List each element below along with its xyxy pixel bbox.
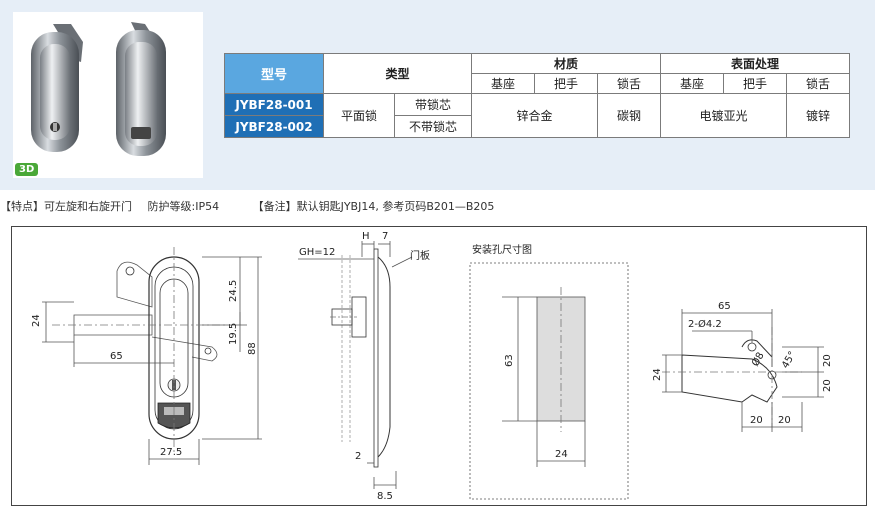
sub-material-base: 基座 (471, 73, 535, 94)
technical-drawing: 24 65 27.5 24.5 19.5 88 (11, 226, 867, 506)
tongue-dim-20-h2: 20 (778, 415, 791, 426)
sub-finish-base: 基座 (660, 73, 724, 94)
tongue-view (662, 309, 824, 432)
tongue-dim-20-h1: 20 (750, 415, 763, 426)
side-dim-2: 2 (355, 451, 361, 462)
spec-table: 型号 类型 材质 表面处理 基座 把手 锁舌 基座 把手 锁舌 JYBF28-0… (224, 53, 850, 138)
badge-3d: 3D (15, 163, 39, 176)
model-001: JYBF28-001 (224, 93, 324, 116)
col-model-header: 型号 (224, 53, 324, 94)
lock-photo-icon (31, 22, 166, 156)
material-base-handle: 锌合金 (471, 93, 598, 138)
side-door-label: 门板 (410, 249, 430, 262)
cutout-title: 安装孔尺寸图 (472, 243, 532, 256)
front-dim-65: 65 (110, 351, 123, 362)
front-view (42, 247, 262, 465)
col-material-header: 材质 (471, 53, 661, 74)
finish-tongue: 镀锌 (786, 93, 850, 138)
front-dim-88: 88 (247, 342, 258, 355)
front-dim-19-5: 19.5 (228, 323, 239, 345)
type-with-core: 带锁芯 (394, 93, 472, 116)
front-dim-24-5: 24.5 (228, 280, 239, 302)
col-type-header: 类型 (323, 53, 472, 94)
type-main: 平面锁 (323, 93, 395, 138)
sub-finish-tongue: 锁舌 (786, 73, 850, 94)
model-002: JYBF28-002 (224, 115, 324, 138)
tongue-dim-24: 24 (652, 368, 663, 381)
tongue-dim-65: 65 (718, 301, 731, 312)
cutout-view (469, 262, 629, 500)
side-dim-8-5: 8.5 (377, 491, 393, 502)
side-dim-7: 7 (382, 231, 388, 242)
tongue-angle: 45° (780, 350, 798, 371)
note-protection: 防护等级:IP54 (147, 200, 220, 213)
type-without-core: 不带锁芯 (394, 115, 472, 138)
product-photo: 3D (13, 12, 203, 178)
col-finish-header: 表面处理 (660, 53, 850, 74)
cutout-dim-63: 63 (504, 354, 515, 367)
sub-finish-handle: 把手 (723, 73, 787, 94)
note-remark: 【备注】默认钥匙JYBJ14, 参考页码B201—B205 (252, 200, 495, 213)
side-gh: GH=12 (299, 247, 335, 258)
finish-base-handle: 电镀亚光 (660, 93, 787, 138)
front-dim-27-5: 27.5 (160, 447, 182, 458)
material-tongue: 碳钢 (597, 93, 661, 138)
tongue-dim-20-v2: 20 (822, 379, 833, 392)
note-feature: 【特点】可左旋和右旋开门 (0, 200, 132, 213)
side-view (298, 241, 413, 489)
notes-line: 【特点】可左旋和右旋开门 防护等级:IP54 【备注】默认钥匙JYBJ14, 参… (0, 198, 506, 214)
side-h: H (362, 231, 370, 242)
sub-material-handle: 把手 (534, 73, 598, 94)
tongue-dim-20-v1: 20 (822, 354, 833, 367)
sub-material-tongue: 锁舌 (597, 73, 661, 94)
tongue-holes: 2-Ø4.2 (688, 318, 722, 330)
cutout-dim-24: 24 (555, 449, 568, 460)
front-dim-24: 24 (31, 314, 42, 327)
